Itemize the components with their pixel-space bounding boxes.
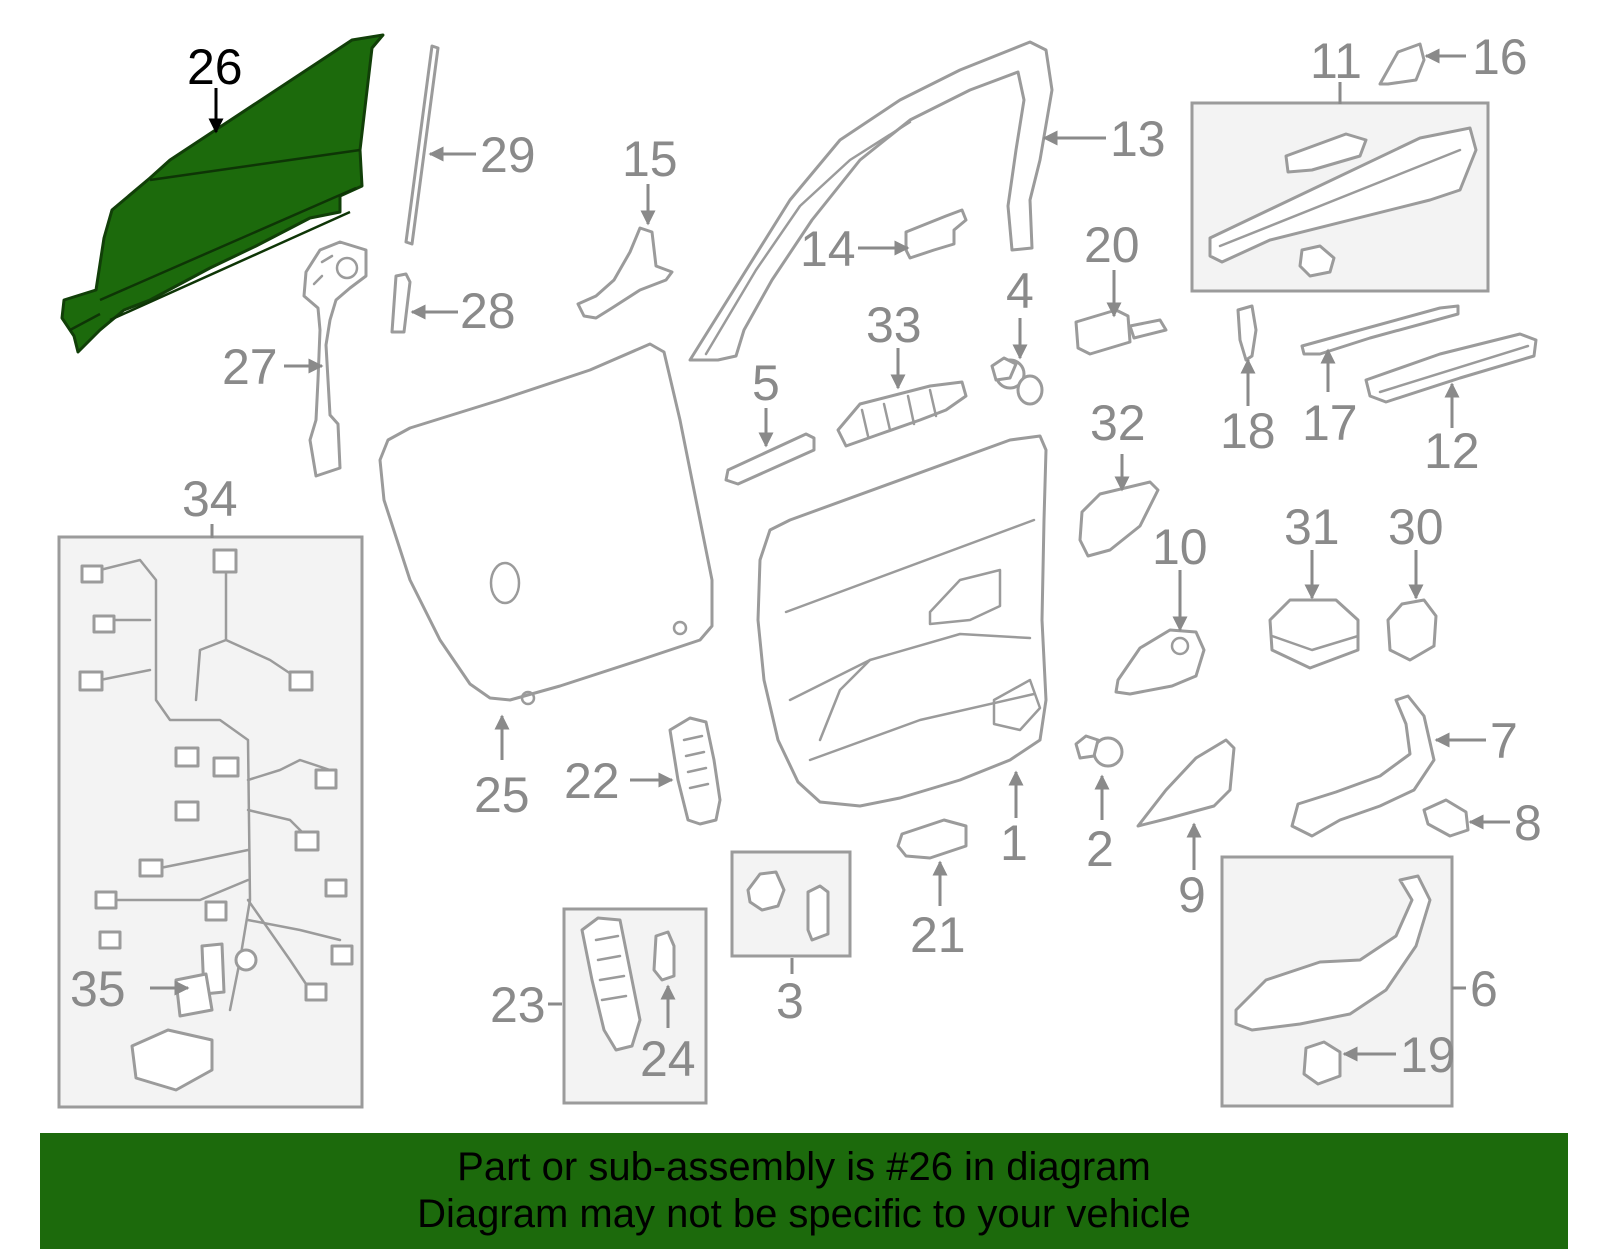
- callout-11[interactable]: 11: [1310, 33, 1362, 89]
- callout-25[interactable]: 25: [474, 767, 530, 823]
- part-20[interactable]: [1074, 308, 1168, 356]
- part-8[interactable]: [1422, 798, 1470, 838]
- callout-17[interactable]: 17: [1302, 395, 1358, 451]
- part-25-panel[interactable]: [378, 342, 714, 706]
- part-23-box[interactable]: [562, 907, 708, 1105]
- callout-labels: 26 29 28 27 15 13 14 4 20 33 5 32 34 25 …: [70, 29, 1542, 1087]
- part-11-box[interactable]: [1190, 101, 1490, 293]
- part-10[interactable]: [1114, 628, 1206, 696]
- callout-23[interactable]: 23: [490, 977, 546, 1033]
- callout-12[interactable]: 12: [1424, 423, 1480, 479]
- part-13-door-frame[interactable]: [688, 40, 1054, 362]
- callout-27[interactable]: 27: [222, 339, 278, 395]
- part-22[interactable]: [668, 716, 722, 826]
- banner-line-1: Part or sub-assembly is #26 in diagram: [457, 1145, 1151, 1189]
- part-15[interactable]: [576, 226, 674, 320]
- leader-lines: [150, 48, 1510, 1062]
- callout-34[interactable]: 34: [182, 471, 238, 527]
- part-34-harness-box[interactable]: [57, 535, 364, 1109]
- part-30[interactable]: [1386, 598, 1438, 662]
- part-18[interactable]: [1236, 304, 1258, 362]
- callout-31[interactable]: 31: [1284, 499, 1340, 555]
- callout-20[interactable]: 20: [1084, 217, 1140, 273]
- part-14[interactable]: [904, 208, 968, 260]
- part-31[interactable]: [1268, 598, 1360, 670]
- callout-2[interactable]: 2: [1086, 821, 1114, 877]
- part-2-clip[interactable]: [1074, 734, 1124, 768]
- part-7[interactable]: [1290, 694, 1436, 838]
- callout-8[interactable]: 8: [1514, 795, 1542, 851]
- callout-30[interactable]: 30: [1388, 499, 1444, 555]
- part-1-door-trim[interactable]: [756, 434, 1048, 808]
- part-21[interactable]: [896, 818, 968, 860]
- callout-10[interactable]: 10: [1152, 519, 1208, 575]
- info-banner: Part or sub-assembly is #26 in diagram D…: [40, 1133, 1568, 1249]
- part-33-switch[interactable]: [836, 380, 968, 448]
- callout-15[interactable]: 15: [622, 131, 678, 187]
- banner-line-2: Diagram may not be specific to your vehi…: [417, 1192, 1191, 1236]
- part-6-box[interactable]: [1220, 855, 1454, 1108]
- callout-9[interactable]: 9: [1178, 867, 1206, 923]
- part-28[interactable]: [390, 272, 412, 334]
- callout-4[interactable]: 4: [1006, 263, 1034, 319]
- part-12[interactable]: [1364, 332, 1538, 404]
- callout-13[interactable]: 13: [1110, 111, 1166, 167]
- part-32[interactable]: [1078, 480, 1160, 558]
- part-16[interactable]: [1378, 42, 1426, 86]
- part-4-clip[interactable]: [990, 356, 1044, 406]
- part-9[interactable]: [1136, 738, 1236, 828]
- callout-7[interactable]: 7: [1490, 713, 1518, 769]
- callout-18[interactable]: 18: [1220, 403, 1276, 459]
- part-29-strip[interactable]: [404, 44, 440, 246]
- part-27-regulator[interactable]: [302, 240, 368, 478]
- callout-28[interactable]: 28: [460, 283, 516, 339]
- callout-3[interactable]: 3: [776, 973, 804, 1029]
- callout-14[interactable]: 14: [800, 221, 856, 277]
- callout-26[interactable]: 26: [187, 39, 243, 95]
- callout-21[interactable]: 21: [910, 907, 966, 963]
- callout-6[interactable]: 6: [1470, 961, 1498, 1017]
- callout-19[interactable]: 19: [1400, 1027, 1456, 1083]
- callout-5[interactable]: 5: [752, 355, 780, 411]
- callout-22[interactable]: 22: [564, 753, 620, 809]
- callout-29[interactable]: 29: [480, 127, 536, 183]
- callout-24[interactable]: 24: [640, 1031, 696, 1087]
- callout-32[interactable]: 32: [1090, 395, 1146, 451]
- callout-33[interactable]: 33: [866, 297, 922, 353]
- callout-35[interactable]: 35: [70, 961, 126, 1017]
- part-3-box[interactable]: [730, 850, 852, 958]
- part-17[interactable]: [1300, 304, 1460, 356]
- part-5[interactable]: [724, 432, 816, 486]
- callout-16[interactable]: 16: [1472, 29, 1528, 85]
- part-26-highlighted[interactable]: [60, 33, 385, 354]
- callout-1[interactable]: 1: [1000, 815, 1028, 871]
